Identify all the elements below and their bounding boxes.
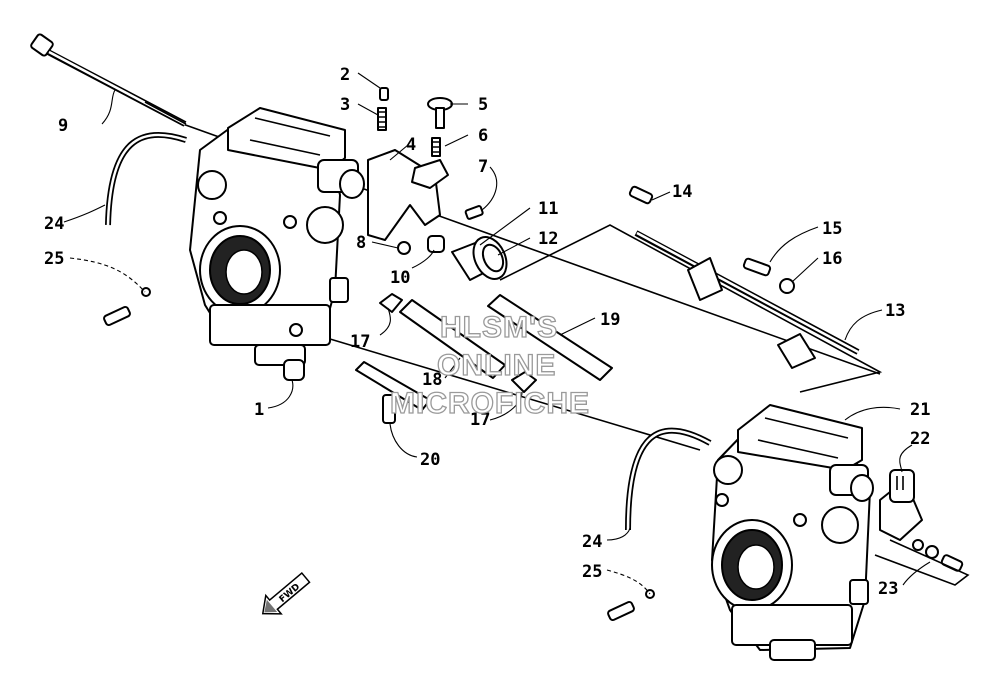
callout-4: 4 [406,135,416,155]
part-12-spring [481,243,505,273]
assembly-axis-lower [299,329,701,451]
callout-22: 22 [910,429,930,449]
watermark-line-1: HLSM'S [440,311,558,344]
part-3-spring [377,107,387,131]
callout-12: 12 [538,229,558,249]
carburetor-right [711,404,874,661]
watermark-line-2: ONLINE [437,349,556,382]
callout-13: 13 [885,301,905,321]
watermark-line-3: MICROFICHE [390,387,590,420]
part-19-fuel-tube [487,294,613,381]
callout-8: 8 [356,233,366,253]
part-14-screw [628,185,654,205]
part-8-nut [397,241,411,255]
callout-19: 19 [600,310,620,330]
callout-17-upper: 17 [350,332,370,352]
callout-2: 2 [340,65,350,85]
part-22-throttle-sensor [879,469,923,541]
callout-14: 14 [672,182,692,202]
part-25-screw-right [607,589,655,622]
part-17-clamp-a [379,293,403,313]
part-17-clamp-b [511,371,537,393]
watermark: HLSM'S ONLINE MICROFICHE [389,310,590,420]
part-9-long-bolt [30,33,187,127]
part-18-fuel-tube [399,299,506,379]
callout-10: 10 [390,268,410,288]
part-25-screw-left [103,287,151,327]
part-7-screw [464,205,484,220]
leader-lines [63,72,970,595]
shaft-guide-line [499,224,883,393]
callout-24-left: 24 [44,214,64,234]
callout-7: 7 [478,157,488,177]
callout-15: 15 [822,219,842,239]
callout-25-left: 25 [44,249,64,269]
callout-9: 9 [58,116,68,136]
callout-25-right: 25 [582,562,602,582]
part-4-bracket-tab [411,159,449,189]
callout-5: 5 [478,95,488,115]
callout-6: 6 [478,126,488,146]
forward-direction-arrow: FWD [261,571,311,615]
callout-23: 23 [878,579,898,599]
callout-24-right: 24 [582,532,602,552]
callout-16: 16 [822,249,842,269]
part-15-screw [742,257,772,277]
callout-20: 20 [420,450,440,470]
part-20-tee-fitting [355,361,431,424]
callout-18: 18 [422,370,442,390]
callout-11: 11 [538,199,558,219]
part-23-screw-set [912,539,964,572]
part-16-washer [779,278,795,294]
part-10-collar [427,235,445,253]
part-24-hose-right [625,427,712,531]
callout-3: 3 [340,95,350,115]
part-24-hose-left [105,131,187,226]
carburetor-left [189,107,365,381]
callout-21: 21 [910,400,930,420]
part-13-throttle-shaft [634,230,860,369]
callout-17-lower: 17 [470,410,490,430]
callout-labels: 9 2 3 4 5 6 7 24 25 8 10 11 12 17 18 17 … [44,65,930,599]
part-2-screw [379,87,389,101]
part-6-spring [431,137,441,157]
callout-1: 1 [254,400,264,420]
part-5-screw [427,97,453,129]
